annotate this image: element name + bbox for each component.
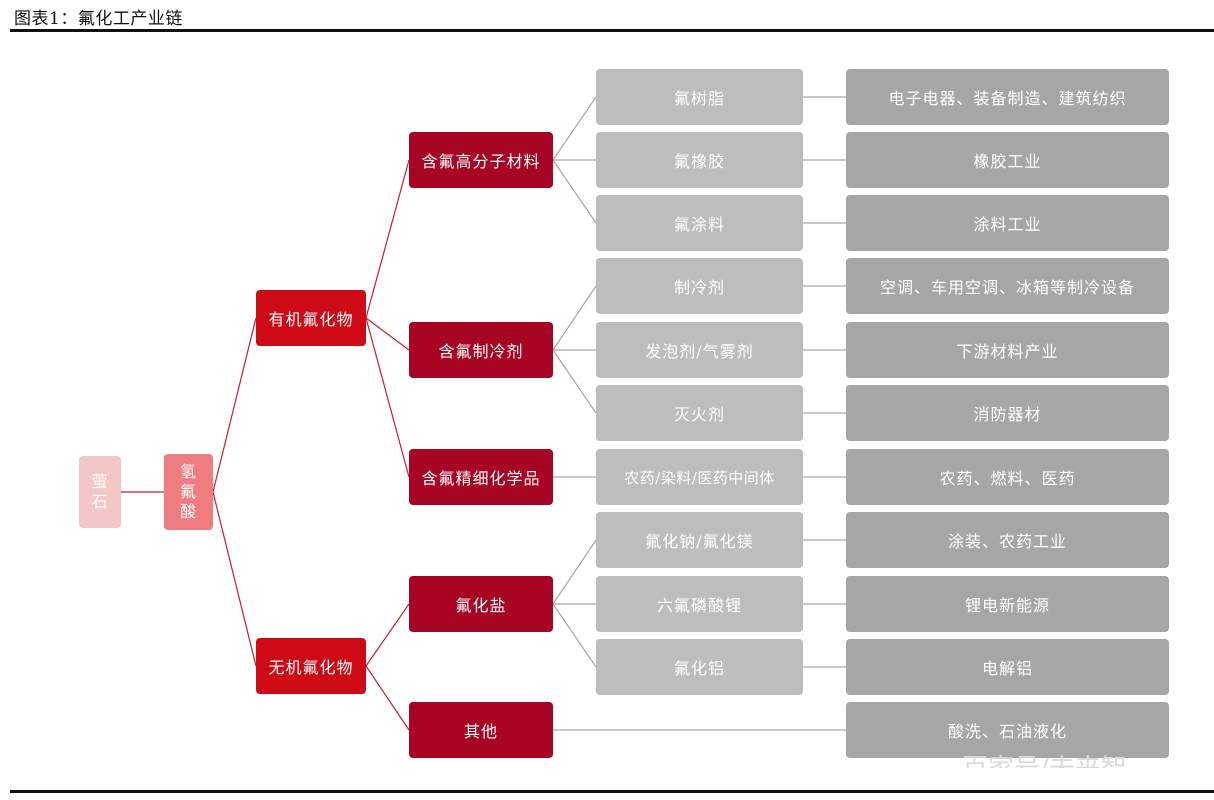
figure-caption: 图表1：氟化工产业链 bbox=[14, 9, 183, 29]
product-node: 农药/染料/医药中间体 bbox=[596, 449, 803, 505]
application-label: 橡胶工业 bbox=[973, 152, 1042, 171]
product-node: 氟树脂 bbox=[596, 69, 803, 125]
application-node: 涂装、农药工业 bbox=[846, 512, 1169, 568]
application-node: 电子电器、装备制造、建筑纺织 bbox=[846, 69, 1169, 125]
link-salt-3 bbox=[552, 603, 597, 668]
product-label: 氟化铝 bbox=[673, 659, 725, 678]
link-polymer-resin bbox=[552, 96, 597, 161]
application-node: 电解铝 bbox=[846, 639, 1169, 695]
fluorite-label: 萤石 bbox=[91, 472, 109, 511]
application-node: 涂料工业 bbox=[846, 195, 1169, 251]
application-node: 锂电新能源 bbox=[846, 576, 1169, 632]
link-salt-1 bbox=[552, 539, 597, 605]
application-label: 涂料工业 bbox=[973, 215, 1042, 234]
refrigerant-label: 含氟制冷剂 bbox=[438, 342, 524, 361]
inorganic-fluoride-node: 无机氟化物 bbox=[256, 638, 366, 694]
organic-fluoride-label: 有机氟化物 bbox=[268, 310, 354, 329]
product-node: 氟化铝 bbox=[596, 639, 803, 695]
inorganic-fluoride-label: 无机氟化物 bbox=[268, 658, 354, 677]
link-refrigerant-3 bbox=[552, 349, 597, 414]
product-label: 农药/染料/医药中间体 bbox=[624, 468, 775, 487]
product-label: 六氟磷酸锂 bbox=[656, 596, 742, 615]
top-rule bbox=[10, 29, 1214, 32]
polymer-materials-node: 含氟高分子材料 bbox=[409, 132, 553, 188]
bottom-rule bbox=[10, 790, 1214, 793]
product-node: 制冷剂 bbox=[596, 258, 803, 314]
application-node: 农药、燃料、医药 bbox=[846, 449, 1169, 505]
product-node: 氟橡胶 bbox=[596, 132, 803, 188]
application-node: 橡胶工业 bbox=[846, 132, 1169, 188]
application-label: 锂电新能源 bbox=[964, 596, 1050, 615]
link-acid-inorganic bbox=[212, 491, 257, 667]
link-acid-organic bbox=[212, 317, 257, 493]
product-label: 氟树脂 bbox=[673, 89, 725, 108]
application-node: 空调、车用空调、冰箱等制冷设备 bbox=[846, 258, 1169, 314]
application-label: 农药、燃料、医药 bbox=[939, 469, 1076, 488]
link-polymer-coating bbox=[552, 159, 597, 224]
application-label: 下游材料产业 bbox=[956, 342, 1059, 361]
organic-fluoride-node: 有机氟化物 bbox=[256, 290, 366, 346]
application-label: 涂装、农药工业 bbox=[947, 532, 1067, 551]
watermark: 百家号/未来智 bbox=[962, 748, 1172, 768]
application-label: 电子电器、装备制造、建筑纺织 bbox=[888, 89, 1127, 108]
product-label: 发泡剂/气雾剂 bbox=[645, 342, 754, 361]
link-inorganic-salt bbox=[365, 603, 410, 667]
application-label: 消防器材 bbox=[973, 405, 1042, 424]
refrigerant-node: 含氟制冷剂 bbox=[409, 322, 553, 378]
other-application-label: 酸洗、石油液化 bbox=[947, 722, 1067, 741]
fluoride-salt-node: 氟化盐 bbox=[409, 576, 553, 632]
fine-chemicals-label: 含氟精细化学品 bbox=[421, 469, 541, 488]
product-label: 氟化钠/氟化镁 bbox=[645, 532, 754, 551]
fluorite-node: 萤石 bbox=[79, 456, 121, 528]
polymer-materials-label: 含氟高分子材料 bbox=[421, 152, 541, 171]
link-organic-refrigerant bbox=[365, 317, 410, 351]
product-label: 灭火剂 bbox=[673, 405, 725, 424]
other-node: 其他 bbox=[409, 702, 553, 758]
product-label: 氟涂料 bbox=[673, 215, 725, 234]
application-node: 消防器材 bbox=[846, 385, 1169, 441]
application-node: 下游材料产业 bbox=[846, 322, 1169, 378]
fine-chemicals-node: 含氟精细化学品 bbox=[409, 449, 553, 505]
fluoride-salt-label: 氟化盐 bbox=[455, 596, 507, 615]
product-node: 灭火剂 bbox=[596, 385, 803, 441]
hydrofluoric-acid-label: 氢氟酸 bbox=[179, 462, 197, 521]
link-organic-fine bbox=[365, 317, 410, 478]
other-label: 其他 bbox=[463, 722, 498, 741]
hydrofluoric-acid-node: 氢氟酸 bbox=[164, 454, 213, 530]
product-node: 氟化钠/氟化镁 bbox=[596, 512, 803, 568]
link-refrigerant-1 bbox=[552, 285, 597, 351]
link-organic-polymer bbox=[365, 159, 410, 319]
application-label: 空调、车用空调、冰箱等制冷设备 bbox=[879, 278, 1135, 297]
product-label: 氟橡胶 bbox=[673, 152, 725, 171]
link-inorganic-other bbox=[365, 665, 410, 731]
product-node: 发泡剂/气雾剂 bbox=[596, 322, 803, 378]
other-application-node: 酸洗、石油液化 bbox=[846, 702, 1169, 758]
application-label: 电解铝 bbox=[981, 659, 1033, 678]
product-label: 制冷剂 bbox=[673, 278, 725, 297]
product-node: 六氟磷酸锂 bbox=[596, 576, 803, 632]
product-node: 氟涂料 bbox=[596, 195, 803, 251]
